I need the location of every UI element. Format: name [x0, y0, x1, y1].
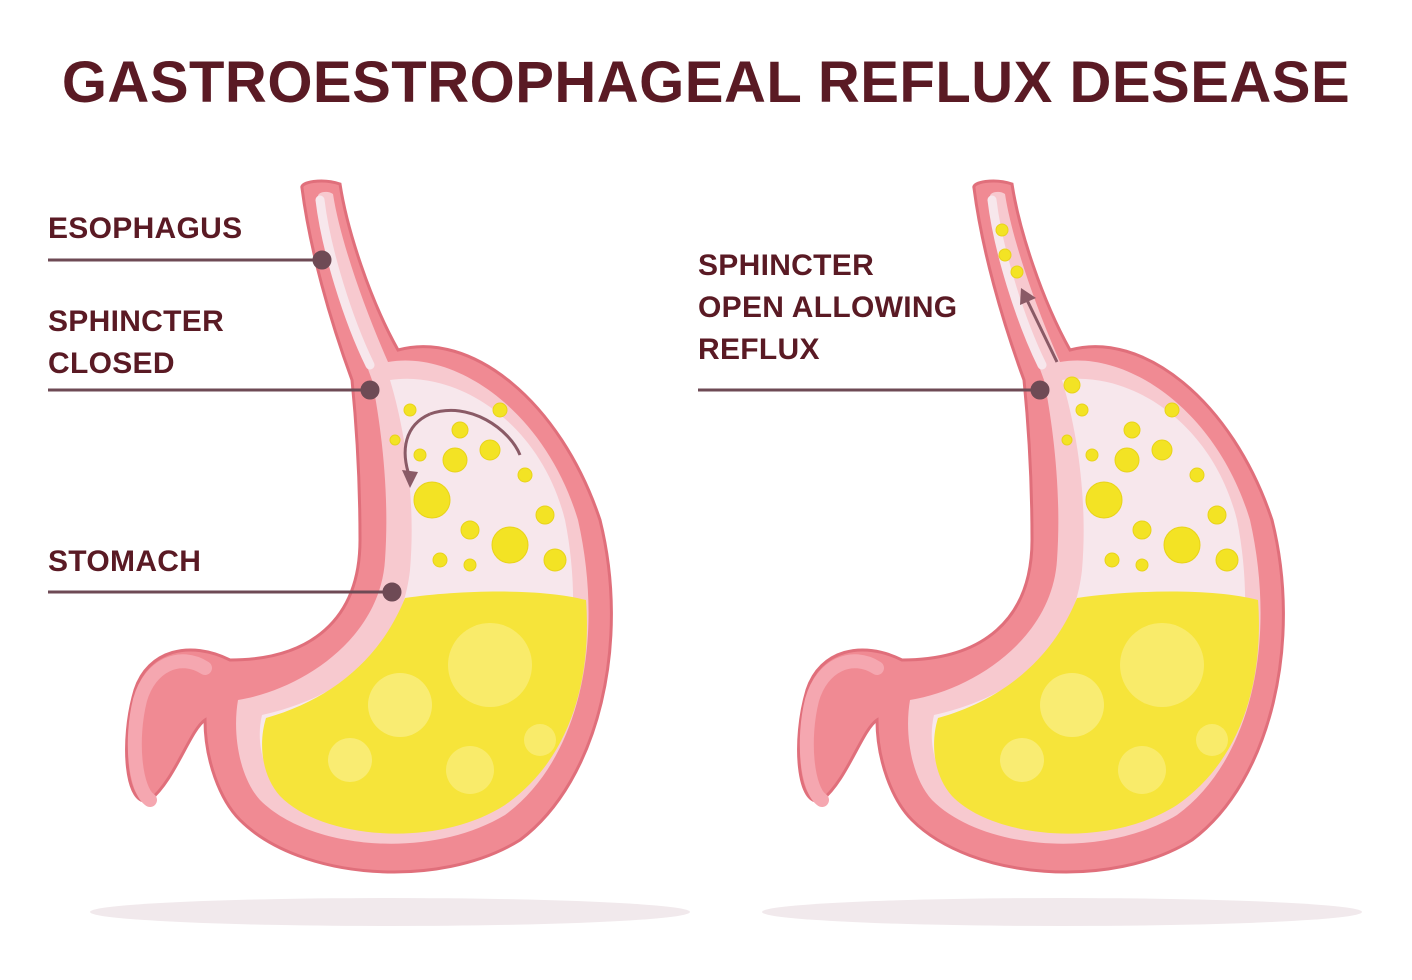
sphincter-closed-label: SPHINCTER CLOSED: [48, 305, 225, 380]
sphincter-open-label: SPHINCTER OPEN ALLOWING REFLUX: [698, 249, 958, 366]
right-stomach: [799, 181, 1284, 872]
esophagus-label: ESOPHAGUS: [48, 212, 243, 245]
page-title: GASTROESTROPHAGEAL REFLUX DESEASE: [61, 50, 1351, 115]
left-shadow: [90, 898, 690, 926]
leader-line-right: [698, 380, 1050, 400]
left-stomach: [127, 181, 612, 872]
leader-lines-left: [48, 250, 402, 602]
right-shadow: [762, 898, 1362, 926]
stomach-label: STOMACH: [48, 545, 202, 578]
